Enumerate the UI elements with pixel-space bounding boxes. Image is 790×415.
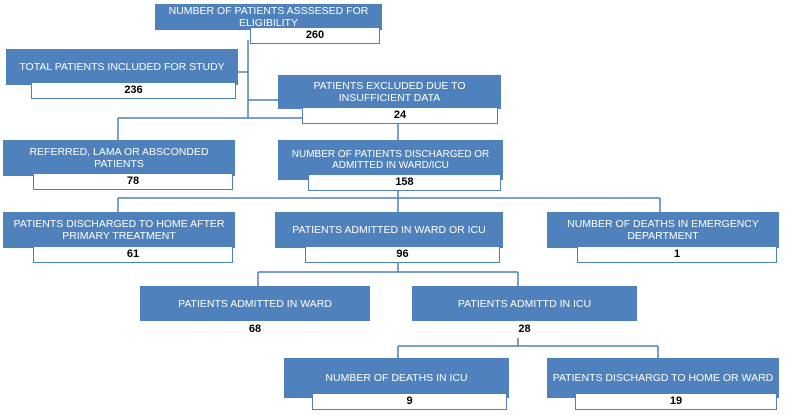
node-count: 78 bbox=[33, 173, 233, 190]
node-label: PATIENTS EXCLUDED DUE TO INSUFFICIENT DA… bbox=[278, 75, 501, 109]
node-count: 260 bbox=[250, 27, 380, 44]
node-label: PATIENTS ADMITTED IN WARD bbox=[140, 286, 370, 322]
node-icu: PATIENTS ADMITTD IN ICU 28 bbox=[412, 286, 637, 338]
node-count: 61 bbox=[33, 246, 233, 263]
node-excluded: PATIENTS EXCLUDED DUE TO INSUFFICIENT DA… bbox=[278, 75, 501, 125]
node-icu-discharged: PATIENTS DISCHARGD TO HOME OR WARD 19 bbox=[547, 358, 779, 410]
node-included: TOTAL PATIENTS INCLUDED FOR STUDY 236 bbox=[6, 49, 238, 101]
node-count: 96 bbox=[305, 246, 500, 263]
node-count: 1 bbox=[577, 246, 777, 263]
node-count: 158 bbox=[308, 174, 501, 191]
node-count: 19 bbox=[575, 393, 777, 410]
node-referred: REFERRED, LAMA OR ABSCONDED PATIENTS 78 bbox=[3, 140, 235, 192]
node-ward: PATIENTS ADMITTED IN WARD 68 bbox=[140, 286, 370, 338]
node-label: PATIENTS ADMITTD IN ICU bbox=[412, 286, 637, 322]
node-label: PATIENTS ADMITTED IN WARD OR ICU bbox=[275, 212, 503, 248]
node-count: 236 bbox=[31, 82, 236, 99]
node-count: 9 bbox=[312, 393, 507, 410]
node-ed-deaths: NUMBER OF DEATHS IN EMERGENCY DEPARTMENT… bbox=[547, 212, 779, 264]
node-admitted: PATIENTS ADMITTED IN WARD OR ICU 96 bbox=[275, 212, 503, 264]
node-discharged-home: PATIENTS DISCHARGED TO HOME AFTER PRIMAR… bbox=[3, 212, 235, 264]
node-label: NUMBER OF DEATHS IN EMERGENCY DEPARTMENT bbox=[547, 212, 779, 248]
node-count: 68 bbox=[140, 321, 370, 338]
node-label: PATIENTS DISCHARGD TO HOME OR WARD bbox=[547, 358, 779, 398]
node-label: NUMBER OF PATIENTS DISCHARGED OR ADMITTE… bbox=[278, 140, 503, 180]
node-label: NUMBER OF PATIENTS ASSSESED FOR ELIGIBIL… bbox=[155, 4, 382, 30]
node-count: 24 bbox=[302, 107, 498, 124]
node-label: TOTAL PATIENTS INCLUDED FOR STUDY bbox=[6, 49, 238, 85]
node-discharged-admitted: NUMBER OF PATIENTS DISCHARGED OR ADMITTE… bbox=[278, 140, 503, 192]
node-label: REFERRED, LAMA OR ABSCONDED PATIENTS bbox=[3, 140, 235, 176]
node-assessed: NUMBER OF PATIENTS ASSSESED FOR ELIGIBIL… bbox=[155, 4, 382, 44]
node-label: PATIENTS DISCHARGED TO HOME AFTER PRIMAR… bbox=[3, 212, 235, 248]
node-count: 28 bbox=[412, 321, 637, 338]
node-icu-deaths: NUMBER OF DEATHS IN ICU 9 bbox=[284, 358, 509, 410]
node-label: NUMBER OF DEATHS IN ICU bbox=[284, 358, 509, 398]
